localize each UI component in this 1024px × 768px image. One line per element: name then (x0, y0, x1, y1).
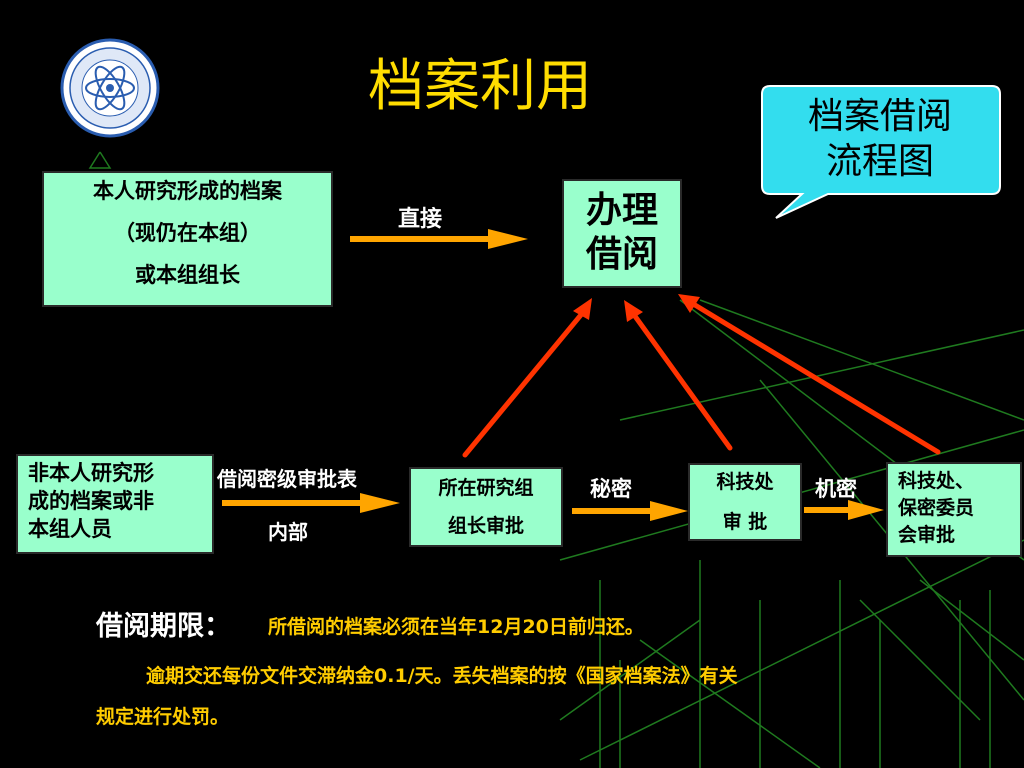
sci-dept-box: 科技处 审 批 (688, 463, 802, 541)
group-leader-box: 所在研究组 组长审批 (409, 467, 563, 547)
handle-borrow-line1: 办理 (585, 190, 658, 231)
handle-borrow-box: 办理 借阅 (562, 179, 682, 288)
label-direct: 直接 (398, 207, 443, 232)
callout-text: 档案借阅 流程图 (764, 94, 996, 184)
sci-dept-line1: 科技处 (716, 471, 774, 493)
group-leader-line2: 组长审批 (447, 515, 524, 537)
own-records-line1: 本人研究形成的档案 (93, 179, 282, 203)
committee-box: 科技处、 保密委员 会审批 (886, 462, 1022, 557)
label-internal: 内部 (268, 520, 308, 544)
overdue-line1: 逾期交还每份文件交滞纳金0.1/天。丢失档案的按《国家档案法》有关 (146, 665, 738, 687)
label-borrow-level-form: 借阅密级审批表 (217, 467, 357, 491)
own-records-line3: 或本组组长 (135, 263, 240, 287)
label-secret: 秘密 (590, 477, 632, 501)
other-records-box: 非本人研究形 成的档案或非 本组人员 (16, 454, 214, 554)
group-leader-line1: 所在研究组 (438, 477, 534, 499)
callout-line1: 档案借阅 (807, 96, 952, 137)
page-title: 档案利用 (368, 54, 592, 119)
own-records-box: 本人研究形成的档案 （现仍在本组） 或本组组长 (42, 171, 333, 307)
callout-line2: 流程图 (825, 141, 934, 182)
own-records-line2: （现仍在本组） (114, 221, 261, 245)
overdue-line2: 规定进行处罚。 (96, 706, 230, 728)
callout-bubble (761, 85, 1001, 219)
handle-borrow-line2: 借阅 (585, 234, 658, 275)
other-records-line2: 成的档案或非 (28, 489, 154, 513)
sci-dept-line2: 审 批 (722, 511, 768, 533)
label-confidential: 机密 (815, 477, 857, 501)
committee-line1: 科技处、 (898, 470, 975, 492)
period-label: 借阅期限： (96, 611, 231, 642)
committee-line2: 保密委员 (898, 497, 975, 519)
other-records-line1: 非本人研究形 (28, 461, 154, 485)
atom-emblem-logo (60, 38, 160, 138)
other-records-line3: 本组人员 (28, 517, 112, 541)
committee-line3: 会审批 (898, 524, 956, 546)
period-text: 所借阅的档案必须在当年12月20日前归还。 (268, 616, 644, 638)
